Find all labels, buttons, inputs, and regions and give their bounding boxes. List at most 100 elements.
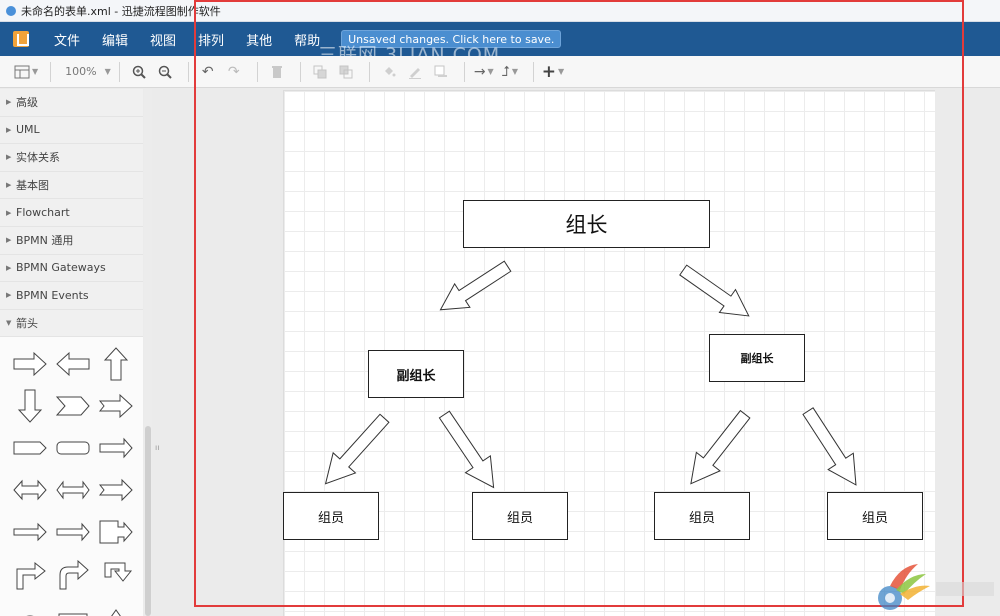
uturn-arrow-shape-icon <box>104 562 132 583</box>
expand-triangle-icon: ▶ <box>6 208 12 217</box>
expand-triangle-icon: ▶ <box>6 181 12 190</box>
node-member-3[interactable]: 组员 <box>654 492 750 540</box>
shape-notched-arrow[interactable] <box>94 385 137 427</box>
curved-bend-arrow-shape-icon <box>59 560 89 590</box>
sidebar-category-bpmn-general[interactable]: ▶BPMN 通用 <box>0 227 143 255</box>
trash-icon <box>271 65 282 78</box>
window-title: 未命名的表单.xml - 迅捷流程图制作软件 <box>21 4 221 18</box>
insert-button[interactable]: +▼ <box>541 61 565 82</box>
panel-splitter[interactable] <box>152 89 162 616</box>
double-arrow-wide-shape-icon <box>55 480 90 500</box>
node-member-4[interactable]: 组员 <box>827 492 923 540</box>
node-label: 副组长 <box>740 352 774 365</box>
expand-triangle-icon: ▶ <box>6 236 12 245</box>
shadow-button[interactable] <box>430 61 452 83</box>
menu-bar: 文件 编辑 视图 排列 其他 帮助 Unsaved changes. Click… <box>0 22 1000 56</box>
arrow-left-deputy-to-member-1[interactable] <box>314 408 395 493</box>
sidebar-scrollbar[interactable] <box>144 89 152 616</box>
scrollbar-thumb[interactable] <box>145 426 151 616</box>
shape-chevron[interactable] <box>51 385 94 427</box>
shape-arrow-right[interactable] <box>8 343 51 385</box>
expand-triangle-icon: ▶ <box>6 291 12 300</box>
sidebar-category-basic[interactable]: ▶基本图 <box>0 172 143 200</box>
step-shape-icon <box>13 441 47 455</box>
double-arrow-shape-icon <box>12 480 47 501</box>
toolbar-separator <box>256 61 258 82</box>
to-back-button[interactable] <box>335 61 357 83</box>
node-label: 组员 <box>506 510 533 526</box>
arrow-left-deputy-to-member-2[interactable] <box>432 406 506 496</box>
node-label: 副组长 <box>396 368 436 384</box>
menu-arrange[interactable]: 排列 <box>198 33 225 49</box>
arrow-right-deputy-to-member-3[interactable] <box>679 405 757 493</box>
shape-long-arrow[interactable] <box>8 511 51 553</box>
layout-panel-icon <box>14 65 30 78</box>
arrow-leader-to-right-deputy[interactable] <box>675 259 757 328</box>
title-bar: 未命名的表单.xml - 迅捷流程图制作软件 <box>0 0 1000 22</box>
node-deputy-left[interactable]: 副组长 <box>368 350 464 398</box>
arrow-shapes-panel <box>0 337 143 616</box>
line-color-button[interactable] <box>404 61 426 83</box>
shape-partial-2[interactable] <box>51 595 94 616</box>
menu-extras[interactable]: 其他 <box>246 33 273 49</box>
shape-bend-arrow[interactable] <box>8 553 51 595</box>
shape-arrow-down[interactable] <box>8 385 51 427</box>
zoom-in-icon <box>132 65 146 79</box>
node-label: 组长 <box>565 213 608 237</box>
zoom-level[interactable]: 100% <box>65 65 97 78</box>
sidebar-category-entity-relation[interactable]: ▶实体关系 <box>0 144 143 172</box>
rounded-bar-shape-icon <box>56 441 89 455</box>
node-leader[interactable]: 组长 <box>463 200 710 248</box>
node-member-2[interactable]: 组员 <box>472 492 568 540</box>
shape-thin-arrow-right[interactable] <box>94 427 137 469</box>
sidebar-category-uml[interactable]: ▶UML <box>0 117 143 145</box>
sidebar-category-bpmn-gateways[interactable]: ▶BPMN Gateways <box>0 255 143 283</box>
menu-view[interactable]: 视图 <box>150 33 177 49</box>
node-label: 组员 <box>317 510 344 526</box>
format-panel-button[interactable]: ▼ <box>14 61 38 83</box>
connection-style-button[interactable]: →▼ <box>473 63 494 80</box>
node-label: 组员 <box>861 510 888 526</box>
to-back-icon <box>339 65 353 78</box>
sidebar-category-arrows[interactable]: ▼箭头 <box>0 310 143 338</box>
redo-icon: ↷ <box>227 63 240 80</box>
shape-callout-arrow[interactable] <box>94 511 137 553</box>
shape-striped-arrow[interactable] <box>94 469 137 511</box>
shape-rounded-bar[interactable] <box>51 427 94 469</box>
node-label: 组员 <box>688 510 715 526</box>
sidebar-category-advanced[interactable]: ▶高级 <box>0 89 143 117</box>
shape-step[interactable] <box>8 427 51 469</box>
node-member-1[interactable]: 组员 <box>283 492 379 540</box>
shape-double-arrow[interactable] <box>8 469 51 511</box>
arrow-leader-to-left-deputy[interactable] <box>433 254 515 321</box>
zoom-out-button[interactable] <box>154 61 176 83</box>
undo-button[interactable]: ↶ <box>197 61 219 83</box>
expand-triangle-icon: ▶ <box>6 98 12 107</box>
thin-arrow-right-shape-icon <box>99 438 133 459</box>
shape-uturn-arrow[interactable] <box>94 553 137 595</box>
sidebar-category-bpmn-events[interactable]: ▶BPMN Events <box>0 282 143 310</box>
shape-partial-1[interactable] <box>8 595 51 616</box>
zoom-in-button[interactable] <box>128 61 150 83</box>
shape-curved-bend-arrow[interactable] <box>51 553 94 595</box>
fill-color-button[interactable] <box>378 61 400 83</box>
unsaved-changes-notice[interactable]: Unsaved changes. Click here to save. <box>341 30 562 48</box>
menu-help[interactable]: 帮助 <box>294 33 321 49</box>
node-deputy-right[interactable]: 副组长 <box>709 334 805 382</box>
elbow-connector-icon: ⮥ <box>501 63 510 80</box>
arrow-right-deputy-to-member-4[interactable] <box>795 403 868 493</box>
menu-edit[interactable]: 编辑 <box>102 33 129 49</box>
shape-arrow-left[interactable] <box>51 343 94 385</box>
shape-arrow-up[interactable] <box>94 343 137 385</box>
striped-arrow-shape-icon <box>98 479 133 502</box>
redo-button[interactable]: ↷ <box>223 61 245 83</box>
menu-file[interactable]: 文件 <box>54 33 81 49</box>
shape-double-arrow-wide[interactable] <box>51 469 94 511</box>
shape-long-arrow-2[interactable] <box>51 511 94 553</box>
waypoints-button[interactable]: ⮥▼ <box>501 63 518 80</box>
sidebar-category-flowchart[interactable]: ▶Flowchart <box>0 199 143 227</box>
shape-partial-3[interactable] <box>94 595 137 616</box>
delete-button[interactable] <box>266 61 288 83</box>
splitter-grip-icon[interactable]: ıı <box>155 443 160 452</box>
to-front-button[interactable] <box>309 61 331 83</box>
